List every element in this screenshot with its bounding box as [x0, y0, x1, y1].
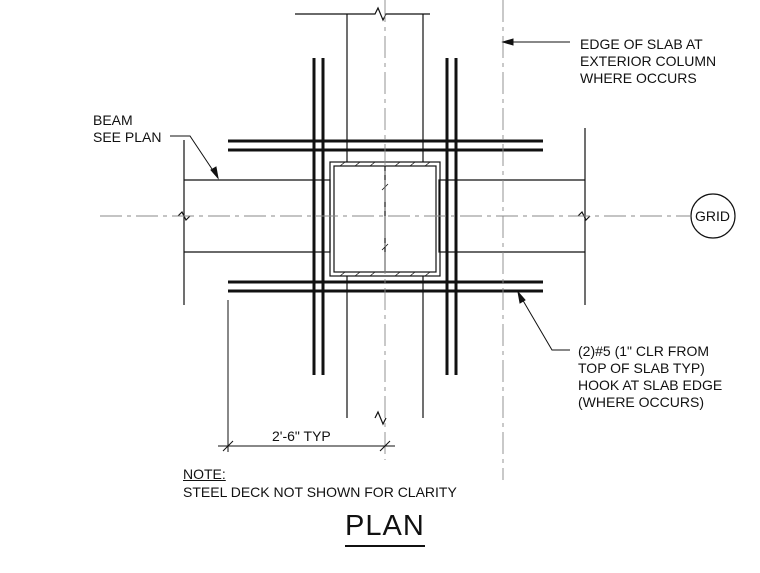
- center-lines: [100, 0, 690, 480]
- beam-left: [183, 140, 331, 305]
- edge-of-slab-label: EDGE OF SLAB AT EXTERIOR COLUMN WHERE OC…: [580, 36, 716, 87]
- rebar-line-2: TOP OF SLAB TYP): [578, 360, 705, 376]
- break-lines: [177, 6, 591, 426]
- column-above: [346, 14, 424, 162]
- leaders: [170, 38, 570, 351]
- title-underline: [345, 545, 425, 547]
- beam-line-1: BEAM: [93, 112, 133, 128]
- edge-line-3: WHERE OCCURS: [580, 70, 697, 86]
- grid-bubble: [690, 193, 736, 239]
- rebar-line-3: HOOK AT SLAB EDGE: [578, 377, 723, 393]
- beam-label: BEAM SEE PLAN: [93, 112, 161, 146]
- dimension-line: [218, 300, 395, 452]
- edge-line-1: EDGE OF SLAB AT: [580, 36, 703, 52]
- rebar-line-1: (2)#5 (1" CLR FROM: [578, 343, 709, 359]
- dimension-label: 2'-6" TYP: [272, 428, 331, 444]
- note-text: STEEL DECK NOT SHOWN FOR CLARITY: [183, 484, 457, 500]
- beam-line-2: SEE PLAN: [93, 129, 162, 145]
- rebar-note-label: (2)#5 (1" CLR FROM TOP OF SLAB TYP) HOOK…: [578, 343, 722, 411]
- rebar-line-4: (WHERE OCCURS): [578, 394, 704, 410]
- beam-right: [438, 128, 586, 305]
- plan-title: PLAN: [345, 510, 425, 542]
- grid-label: GRID: [695, 208, 730, 224]
- note-heading: NOTE:: [183, 466, 226, 482]
- rebars: [228, 58, 543, 375]
- edge-line-2: EXTERIOR COLUMN: [580, 53, 717, 69]
- column-hatch: [339, 161, 431, 277]
- column-below: [346, 276, 424, 418]
